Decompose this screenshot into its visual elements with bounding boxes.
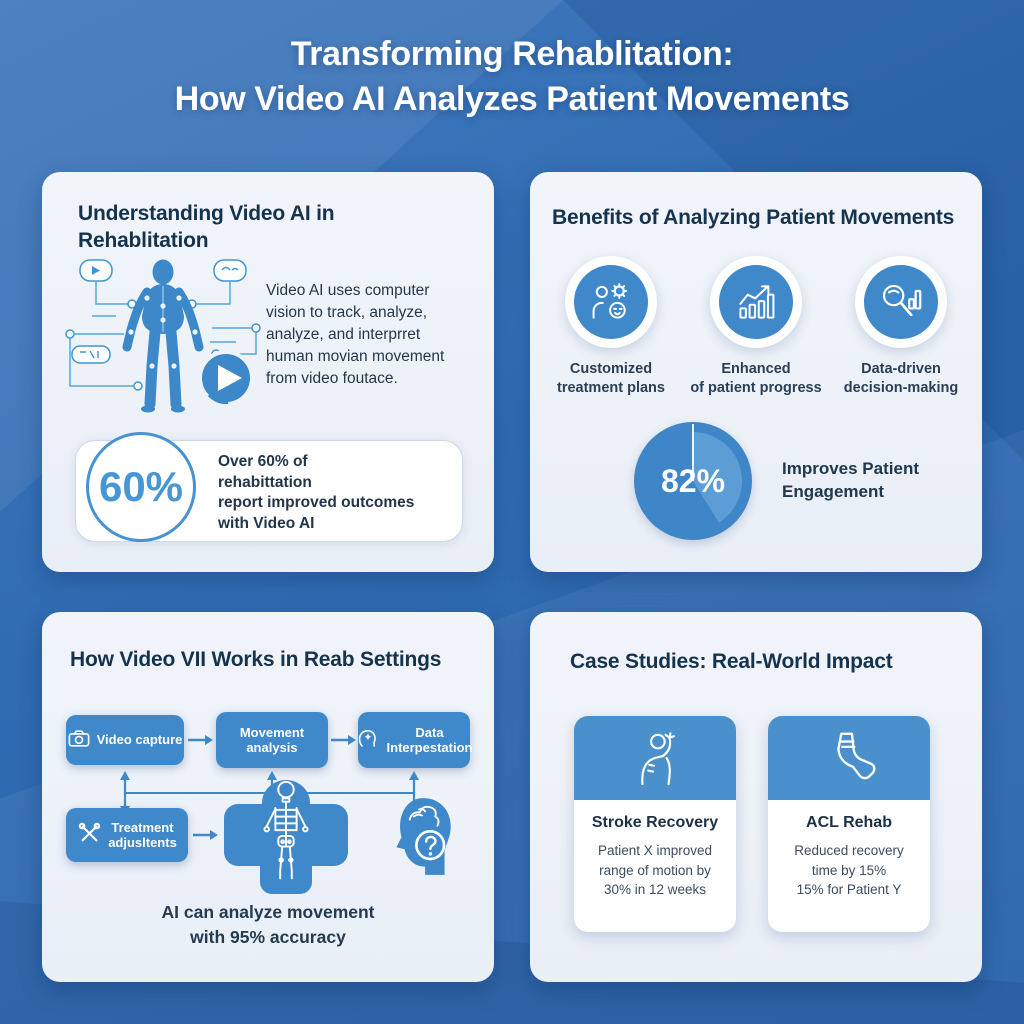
workflow-diagram: Video capture Movement analysis Data Int: [66, 612, 472, 982]
arm-raise-icon: [574, 716, 736, 800]
stat-text: Over 60% of rehabittation report improve…: [218, 453, 415, 532]
magnifier-chart-icon: [864, 265, 938, 339]
accuracy-caption: AI can analyze movement with 95% accurac…: [161, 902, 375, 947]
panel-understanding-video-ai: Understanding Video AI in Rehablitation: [42, 172, 494, 572]
benefit-label: Enhanced of patient progress: [690, 361, 822, 396]
arrow-right-icon: [188, 735, 213, 745]
play-button-icon: [198, 350, 254, 406]
benefit-label: Data-driven decision-making: [843, 361, 959, 396]
head-profile-icon: [356, 726, 380, 753]
main-title: Transforming Rehablitation: How Video AI…: [0, 32, 1024, 122]
flow-box-data-interpretation: Data Interpestation: [356, 712, 472, 768]
benefit-enhanced-progress: Enhanced of patient progress: [687, 256, 825, 398]
stat-circle: 60%: [86, 432, 196, 542]
growth-chart-icon: [719, 265, 793, 339]
benefit-label: Customized treatment plans: [557, 361, 665, 396]
case-card-text: Patient X improved range of motion by 30…: [597, 843, 713, 898]
main-title-line2: How Video AI Analyzes Patient Movements: [174, 79, 850, 118]
panel-understanding-body: Video AI uses computer vision to track, …: [266, 282, 445, 387]
panel-case-studies: Case Studies: Real-World Impact Stroke R…: [530, 612, 982, 982]
panel-understanding-title: Understanding Video AI in Rehablitation: [78, 202, 335, 253]
panel-how-title: How Video VII Works in Reab Settings: [70, 648, 442, 671]
benefit-data-driven: Data-driven decision-making: [832, 256, 970, 398]
knee-brace-icon: [768, 716, 930, 800]
panel-benefits-title: Benefits of Analyzing Patient Movements: [552, 206, 955, 229]
engagement-stat-row: 82% Improves Patient Engagement: [634, 422, 919, 540]
brain-question-icon: [382, 795, 460, 886]
benefit-customized-plans: Customized treatment plans: [542, 256, 680, 398]
arrow-right-icon: [193, 830, 218, 840]
arrow-right-icon: [331, 735, 356, 745]
skeleton-icon: [224, 780, 348, 894]
pie-value: 82%: [660, 462, 726, 499]
case-card-title: ACL Rehab: [806, 814, 892, 831]
main-title-line1: Transforming Rehablitation:: [290, 35, 734, 73]
pie-label: Improves Patient Engagement: [782, 459, 919, 501]
person-gear-icon: [574, 265, 648, 339]
flow-box-treatment-adjustments: Treatment adjusltents: [66, 808, 188, 862]
case-card-acl-rehab: ACL Rehab Reduced recovery time by 15% 1…: [768, 716, 930, 932]
benefits-row: Customized treatment plans Enhanced of p…: [542, 256, 970, 398]
panel-benefits: Benefits of Analyzing Patient Movements …: [530, 172, 982, 572]
case-card-title: Stroke Recovery: [591, 814, 719, 831]
flow-box-movement-analysis: Movement analysis: [216, 712, 328, 768]
play-glyph: [92, 266, 100, 275]
panel-how-it-works: How Video VII Works in Reab Settings Vid…: [42, 612, 494, 982]
case-card-text: Reduced recovery time by 15% 15% for Pat…: [794, 843, 904, 898]
flow-box-video-capture: Video capture: [66, 715, 184, 765]
case-card-stroke-recovery: Stroke Recovery Patient X improved range…: [574, 716, 736, 932]
body-tracking-illustration: [60, 254, 270, 426]
tools-icon: [77, 821, 101, 848]
stat-value: 60%: [98, 463, 184, 510]
camera-icon: [68, 729, 90, 751]
pie-chart-82: 82%: [634, 422, 752, 540]
panel-cases-title: Case Studies: Real-World Impact: [570, 650, 893, 673]
